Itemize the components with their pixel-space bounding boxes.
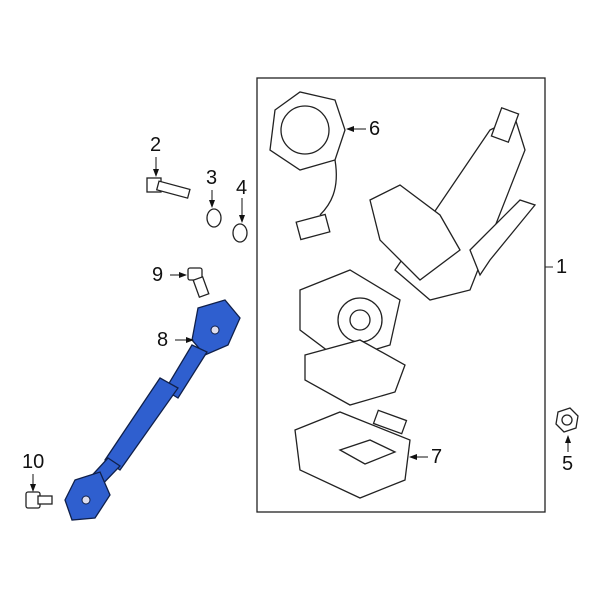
washer-part-3[interactable] bbox=[206, 208, 222, 228]
nut-part-5[interactable] bbox=[555, 407, 579, 433]
intermediate-shaft-part-8[interactable] bbox=[64, 299, 241, 521]
callout-2: 2 bbox=[150, 134, 162, 156]
callout-5: 5 bbox=[562, 453, 574, 475]
callout-1: 1 bbox=[556, 256, 568, 278]
callout-9: 9 bbox=[152, 264, 164, 286]
callout-6: 6 bbox=[369, 118, 381, 140]
steering-column-part-1[interactable] bbox=[299, 106, 537, 406]
bolt-part-9[interactable] bbox=[187, 267, 210, 299]
bolt-part-10[interactable] bbox=[25, 491, 53, 509]
module-part-7[interactable] bbox=[294, 409, 411, 499]
callout-3: 3 bbox=[206, 167, 218, 189]
assembly-box bbox=[256, 77, 546, 513]
washer-part-4[interactable] bbox=[232, 223, 248, 243]
callout-7: 7 bbox=[431, 446, 443, 468]
callout-8: 8 bbox=[157, 329, 169, 351]
sensor-part-6[interactable] bbox=[269, 91, 346, 241]
callout-10: 10 bbox=[22, 451, 45, 473]
callout-4: 4 bbox=[236, 177, 248, 199]
bolt-part-2[interactable] bbox=[146, 177, 191, 199]
